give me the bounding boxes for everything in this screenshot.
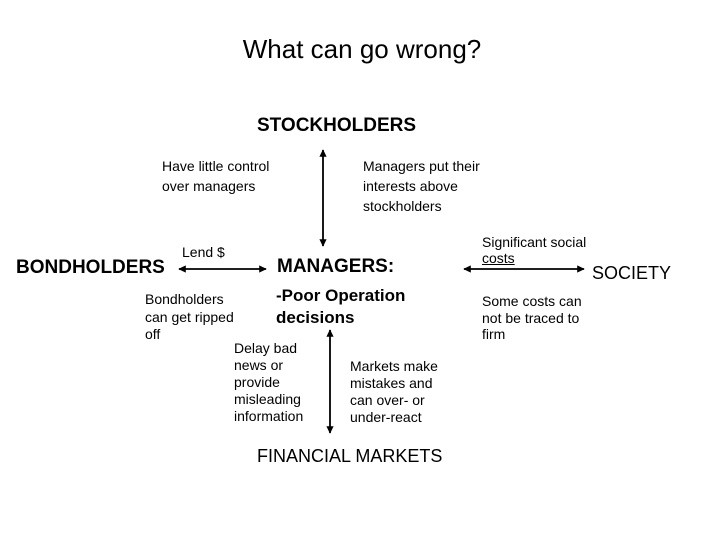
note-line: over managers (162, 178, 256, 194)
note-line: interests above (363, 178, 458, 194)
note-line: Bondholders (145, 291, 224, 307)
note-line: Have little control (162, 158, 270, 174)
note-line: information (234, 408, 304, 424)
note-line: decisions (276, 308, 355, 327)
note-line: Delay bad (234, 340, 298, 356)
managers-node: MANAGERS: (277, 256, 395, 277)
note-line: can get ripped (145, 308, 234, 325)
note-line: Some costs can (482, 293, 582, 309)
stockholders-left-note: Have little control over managers (162, 156, 269, 196)
note-line: can over- or (350, 392, 425, 408)
note-line: stockholders (363, 198, 442, 214)
note-line: -Poor Operation (276, 286, 406, 305)
stockholders-node: STOCKHOLDERS (257, 115, 417, 136)
bondholders-node: BONDHOLDERS (16, 257, 165, 278)
financial-markets-node: FINANCIAL MARKETS (257, 446, 443, 466)
note-line: not be traced to (482, 309, 580, 326)
managers-note: -Poor Operation decisions (276, 285, 405, 329)
society-note: Some costs can not be traced to firm (482, 293, 582, 343)
note-line-underlined: costs (482, 249, 515, 266)
note-line: under-react (350, 409, 422, 425)
note-line: misleading (234, 391, 301, 407)
stockholders-right-note: Managers put their interests above stock… (363, 156, 480, 216)
note-line: mistakes and (350, 375, 433, 391)
bondholders-note: Bondholders can get ripped off (145, 291, 234, 344)
markets-right-note: Markets make mistakes and can over- or u… (350, 358, 438, 426)
note-line: Significant social (482, 234, 587, 250)
note-line: news or (234, 357, 284, 373)
note-line: firm (482, 326, 506, 342)
society-node: SOCIETY (592, 263, 672, 283)
lend-label: Lend $ (182, 244, 225, 260)
note-line: Managers put their (363, 158, 480, 174)
note-line: off (145, 326, 161, 342)
note-line: provide (234, 374, 280, 390)
markets-left-note: Delay bad news or provide misleading inf… (234, 340, 303, 425)
slide-title: What can go wrong? (242, 34, 482, 64)
society-link-note: Significant social costs (482, 234, 587, 266)
note-line: Markets make (350, 358, 438, 374)
